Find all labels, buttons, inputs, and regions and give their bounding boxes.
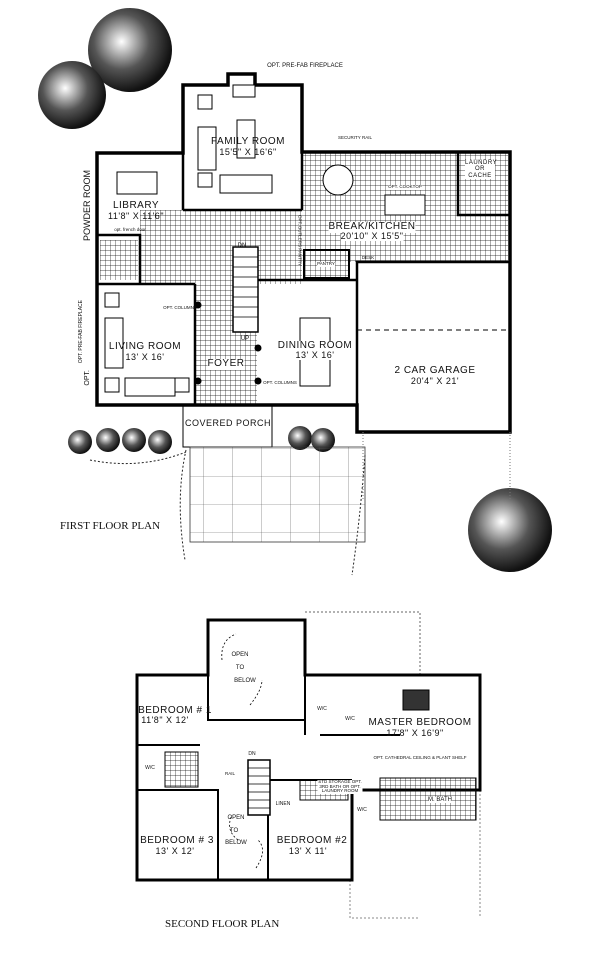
fireplace-note: OPT. PRE-FAB FIREPLACE: [267, 63, 343, 69]
bedroom2-label: BEDROOM #2: [276, 835, 348, 846]
library-size: 11'8" X 11'6": [107, 211, 165, 221]
bedroom2-size: 13' X 11': [288, 846, 328, 856]
cathedral-note: OPT. CATHEDRAL CEILING & PLANT SHELF: [373, 755, 467, 760]
wic-label-4: W/C: [357, 807, 367, 813]
garage-size: 20'4" X 21': [410, 376, 460, 386]
wic-label-2: W/C: [345, 716, 355, 722]
tree-icons: [38, 8, 552, 576]
master-bedroom-label: MASTER BEDROOM: [368, 717, 472, 728]
butlers-pantry-note: OPT. BUTLERS PANTRY: [297, 215, 303, 267]
first-floor-walls: [95, 72, 512, 543]
open-below-1-line1: OPEN: [231, 652, 249, 658]
second-floor-walls: [135, 611, 482, 919]
porch-label: COVERED PORCH: [184, 418, 272, 428]
kitchen-label: BREAK/KITCHEN: [328, 221, 416, 233]
linen-label: LINEN: [275, 801, 291, 807]
master-bedroom-size: 17'8" X 16'9": [386, 728, 444, 738]
storage-note: STD STORAGE OPT. 3RD BATH OR OPT. LAUNDR…: [317, 779, 363, 795]
security-rail-note: SECURITY RAIL: [338, 135, 372, 140]
desk-label: DESK: [361, 255, 375, 260]
library-label: LIBRARY: [112, 200, 160, 211]
living-room-size: 13' X 16': [125, 352, 165, 362]
column-note-2: OPT. COLUMNS: [263, 380, 297, 385]
dining-room-size: 13' X 16': [295, 350, 335, 361]
open-below-2-line2: TO: [229, 828, 239, 834]
open-below-1-line3: BELOW: [234, 678, 256, 684]
bedroom3-size: 13' X 12': [155, 846, 195, 856]
open-below-2-line3: BELOW: [225, 840, 247, 846]
cooktop-note: OPT. COOKTOP: [388, 184, 422, 190]
family-room-label: FAMILY ROOM: [210, 136, 286, 147]
stairs-up-label: UP: [240, 336, 250, 342]
pantry-label: PANTRY: [317, 261, 335, 267]
bedroom1-size: 11'8" X 12': [141, 715, 189, 725]
kitchen-size: 20'10" X 15'5": [340, 231, 404, 242]
column-note-1: OPT. COLUMNS: [163, 305, 197, 310]
rail-label: RAIL: [224, 771, 236, 776]
powder-room-label: POWDER ROOM: [82, 170, 92, 241]
family-room-size: 15'5" X 16'6": [219, 147, 277, 157]
garage-label: 2 CAR GARAGE: [394, 365, 476, 376]
bedroom3-label: BEDROOM # 3: [140, 835, 214, 846]
open-below-1-line2: TO: [235, 665, 245, 671]
open-below-2-line1: OPEN: [227, 815, 245, 821]
mbath-label: M. BATH: [428, 797, 452, 804]
upper-stairs-dn-label: DN: [248, 751, 256, 757]
stairs-dn-label: DN: [237, 243, 247, 249]
wic-label-3: W/C: [145, 765, 155, 771]
first-floor-title: FIRST FLOOR PLAN: [60, 520, 161, 532]
second-floor-title: SECOND FLOOR PLAN: [165, 918, 280, 930]
laundry-label: LAUNDRY OR CACHE: [465, 160, 498, 179]
opt-note: OPT.: [84, 370, 91, 386]
living-room-label: LIVING ROOM: [108, 341, 182, 352]
dining-room-label: DINING ROOM: [277, 340, 353, 352]
wic-label-1: W/C: [317, 706, 327, 712]
opt-fireplace-note: OPT. PRE-FAB FIREPLACE: [78, 300, 84, 364]
foyer-label: FOYER: [207, 358, 245, 370]
french-door-note: opt. french door: [114, 227, 146, 232]
bedroom1-label: BEDROOM # 1: [138, 705, 212, 716]
